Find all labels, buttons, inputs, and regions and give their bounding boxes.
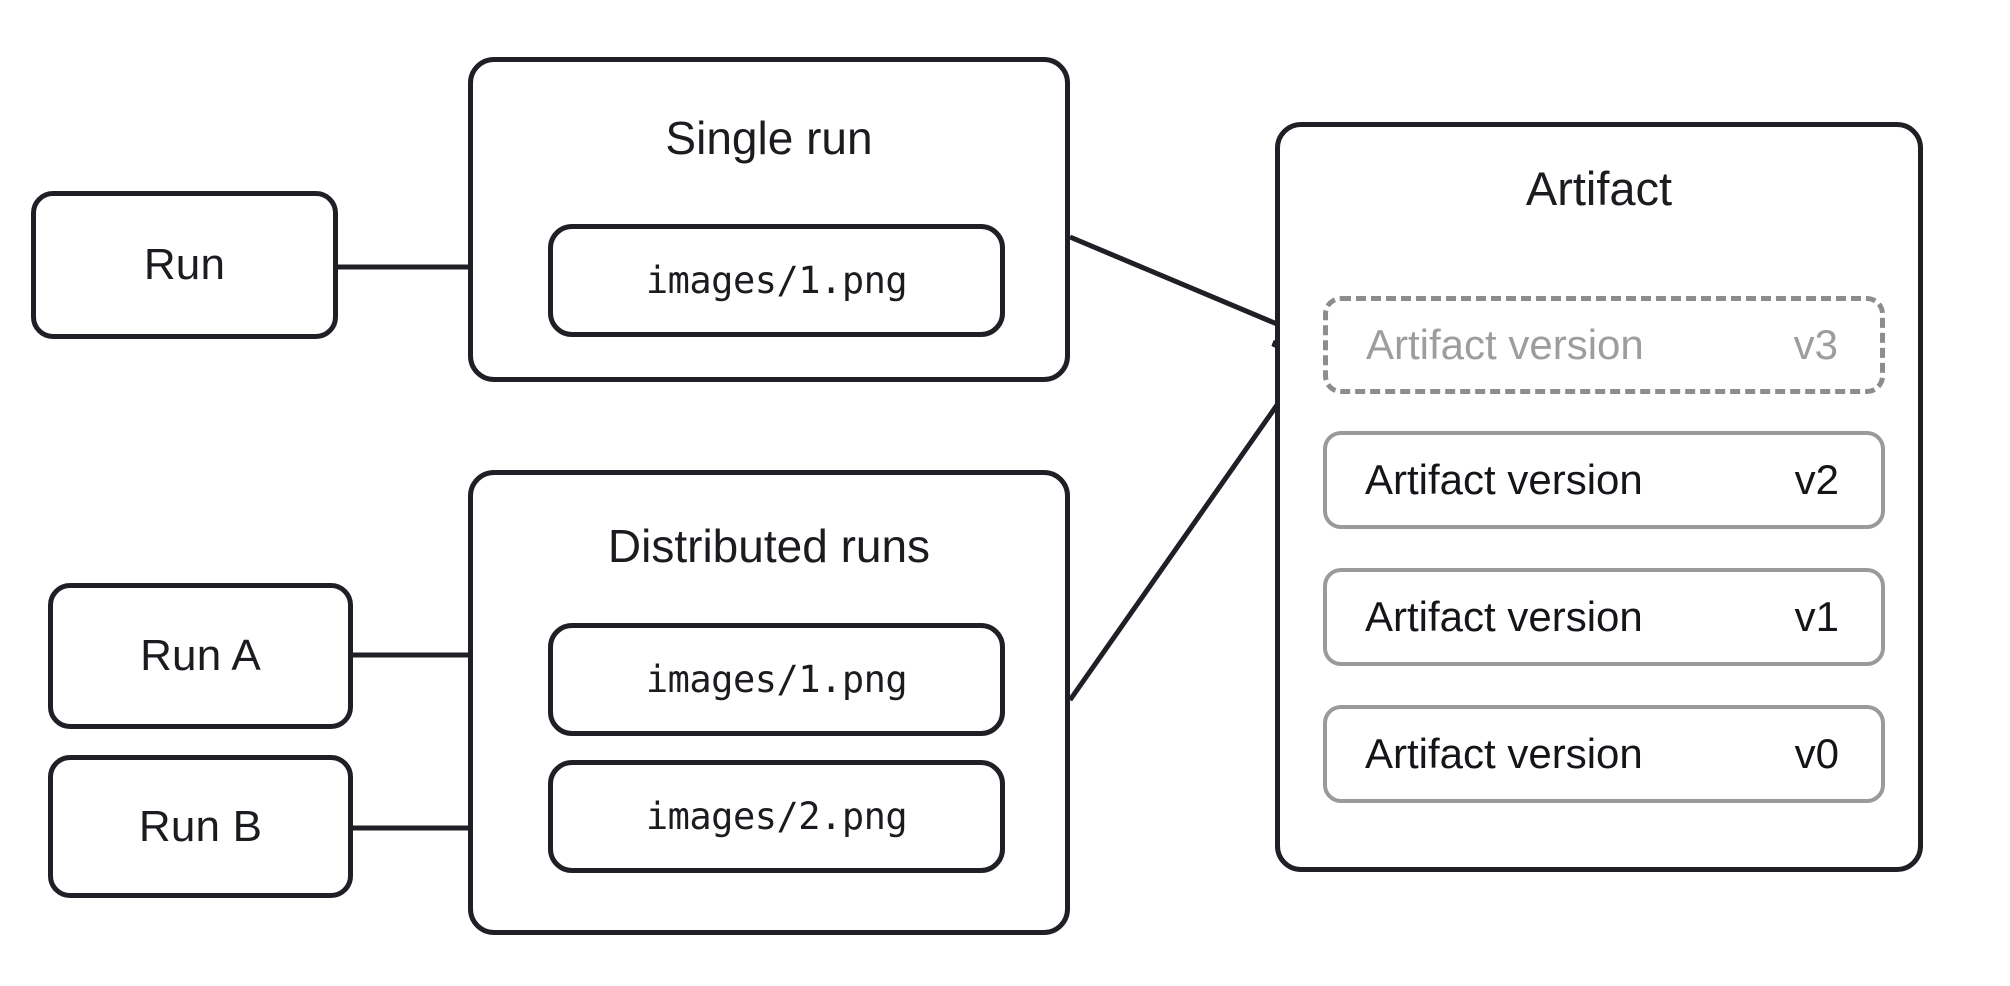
node-run-b-label: Run B	[138, 801, 263, 851]
node-run-label: Run	[143, 240, 226, 289]
node-run-a-label: Run A	[140, 631, 261, 680]
artifact-version-name: Artifact version	[1365, 456, 1643, 503]
group-distributed-runs: Distributed runs images/1.png images/2.p…	[468, 470, 1070, 935]
artifact-version-name: Artifact version	[1365, 730, 1643, 777]
group-distributed-runs-title: Distributed runs	[607, 520, 931, 572]
file-node-label: images/1.png	[645, 658, 908, 701]
artifact-version-tag: v2	[1794, 456, 1839, 503]
artifact-version-tag: v0	[1794, 730, 1839, 777]
artifact-version-name: Artifact version	[1366, 321, 1644, 368]
node-run-b[interactable]: Run B	[48, 755, 353, 898]
artifact-version-tag: v1	[1794, 593, 1839, 640]
artifact-version-name: Artifact version	[1365, 593, 1643, 640]
artifact-version-row-v0[interactable]: Artifact version v0	[1323, 705, 1885, 803]
file-node-distributed-2[interactable]: images/2.png	[548, 760, 1005, 873]
file-node-single-run-1[interactable]: images/1.png	[548, 224, 1005, 337]
artifact-version-row-v2[interactable]: Artifact version v2	[1323, 431, 1885, 529]
file-node-distributed-1[interactable]: images/1.png	[548, 623, 1005, 736]
artifact-version-row-v3[interactable]: Artifact version v3	[1323, 296, 1885, 394]
artifact-version-tag: v3	[1793, 321, 1838, 368]
artifact-title: Artifact	[1525, 162, 1673, 215]
file-node-label: images/1.png	[645, 259, 908, 302]
artifact-version-row-v1[interactable]: Artifact version v1	[1323, 568, 1885, 666]
node-run-a[interactable]: Run A	[48, 583, 353, 729]
file-node-label: images/2.png	[645, 795, 908, 838]
artifact-panel: Artifact Artifact version v3 Artifact ve…	[1275, 122, 1923, 872]
node-run[interactable]: Run	[31, 191, 338, 339]
group-single-run-title: Single run	[665, 112, 873, 164]
group-single-run: Single run images/1.png	[468, 57, 1070, 382]
